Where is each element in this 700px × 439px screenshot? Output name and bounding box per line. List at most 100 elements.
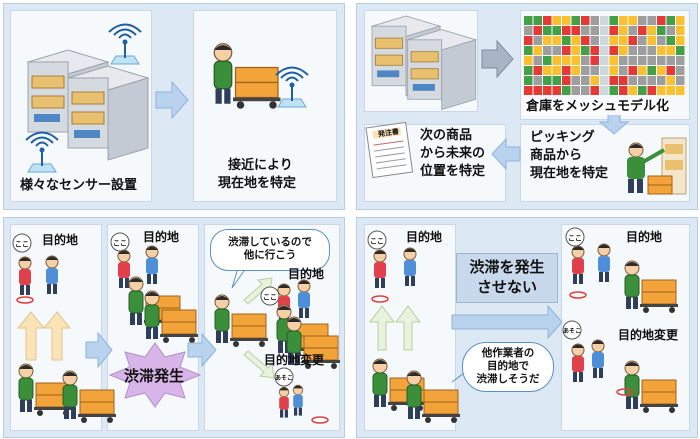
mesh-cell [524, 76, 533, 85]
arrow-right-icon [85, 331, 113, 369]
destination-marker [371, 295, 389, 303]
mesh-cell [676, 66, 685, 75]
mesh-cell [600, 26, 609, 35]
mesh-cell [562, 26, 571, 35]
mesh-cell [581, 16, 590, 25]
picker-blue-icon [597, 243, 611, 283]
picker-blue-icon [591, 339, 605, 379]
picker-blue-icon [297, 279, 311, 319]
mesh-cell [676, 86, 685, 95]
mesh-cell [562, 36, 571, 45]
mesh-cell [676, 56, 685, 65]
destination-label: 目的地 [626, 230, 663, 244]
locate-label-line2: 現在地を特定 [218, 176, 297, 191]
destination-label: 目的地 [42, 233, 79, 247]
mesh-cell [619, 66, 628, 75]
arrow-up-right-icon [243, 277, 273, 305]
mesh-cell [638, 86, 647, 95]
mesh-cell [638, 26, 647, 35]
worker-with-cart-icon [624, 260, 679, 314]
mesh-cell [638, 66, 647, 75]
next-item-label-line2: から未来の [420, 146, 486, 161]
bubble-line: 他作業者の [481, 347, 535, 359]
mesh-cell [609, 56, 618, 65]
mesh-cell [590, 76, 599, 85]
mesh-cell [600, 86, 609, 95]
mesh-cell [609, 66, 618, 75]
picker-blue-icon [45, 255, 59, 295]
mesh-cell [543, 46, 552, 55]
mesh-cell [562, 16, 571, 25]
go-elsewhere-bubble: 渋滞しているので 他に行こう [210, 229, 330, 271]
mesh-cell [666, 26, 675, 35]
arrow-down-right-icon [243, 350, 275, 379]
mesh-cell [571, 16, 580, 25]
mesh-cell [657, 76, 666, 85]
mesh-cell [571, 66, 580, 75]
picker-blue-icon [403, 247, 417, 287]
mesh-cell [524, 26, 533, 35]
mesh-cell [581, 26, 590, 35]
mesh-cell [619, 36, 628, 45]
picker-red-icon [373, 249, 387, 289]
mesh-cell [600, 36, 609, 45]
next-item-label-line3: 位置を特定 [420, 164, 486, 179]
mesh-cell [581, 66, 590, 75]
mesh-cell [647, 46, 656, 55]
mesh-cell [638, 36, 647, 45]
picker-red-icon [571, 245, 585, 285]
arrow-up-icon [42, 311, 72, 361]
mesh-cell [609, 76, 618, 85]
mesh-cell [619, 56, 628, 65]
mesh-cell [543, 76, 552, 85]
mesh-cell [571, 46, 580, 55]
mesh-cell [552, 16, 561, 25]
mesh-cell [628, 56, 637, 65]
mesh-cell [657, 86, 666, 95]
mesh-cell [590, 66, 599, 75]
mesh-grid [524, 16, 685, 95]
mesh-cell [552, 86, 561, 95]
picker-red-icon [117, 249, 131, 289]
worker-with-cart-icon [406, 370, 461, 424]
arrow-up-icon [369, 305, 395, 351]
mesh-cell [571, 36, 580, 45]
mesh-cell [609, 26, 618, 35]
mesh-cell [552, 66, 561, 75]
prevent-congestion-callout: 渋滞を発生 させない [456, 253, 558, 303]
mesh-cell [524, 46, 533, 55]
mesh-cell [628, 16, 637, 25]
picker-red-icon [18, 256, 32, 296]
arrow-right-icon [187, 332, 217, 368]
mesh-cell [657, 46, 666, 55]
locate-label-line1: 接近により [228, 158, 293, 173]
mesh-model-label: 倉庫をメッシュモデル化 [524, 99, 672, 116]
mesh-cell [543, 86, 552, 95]
mesh-cell [666, 16, 675, 25]
mesh-cell [600, 46, 609, 55]
worker-with-cart-icon [214, 294, 269, 348]
mesh-cell [571, 56, 580, 65]
mesh-cell [600, 66, 609, 75]
mesh-cell [524, 56, 533, 65]
mesh-cell [533, 66, 542, 75]
mesh-cell [524, 86, 533, 95]
speech-tail [231, 267, 247, 289]
mesh-cell [533, 26, 542, 35]
arrow-up-icon [16, 311, 46, 361]
there-pin-icon [562, 320, 582, 340]
mesh-cell [562, 86, 571, 95]
mesh-cell [638, 76, 647, 85]
mesh-cell [562, 76, 571, 85]
mesh-cell [524, 36, 533, 45]
congestion-burst [108, 342, 202, 408]
mesh-cell [647, 86, 656, 95]
mesh-cell [552, 26, 561, 35]
mesh-cell [543, 36, 552, 45]
mesh-cell [524, 66, 533, 75]
mesh-cell [647, 76, 656, 85]
mesh-cell [590, 26, 599, 35]
mesh-cell [638, 56, 647, 65]
bubble-line: 渋滞しているので [228, 236, 312, 248]
mesh-cell [533, 86, 542, 95]
